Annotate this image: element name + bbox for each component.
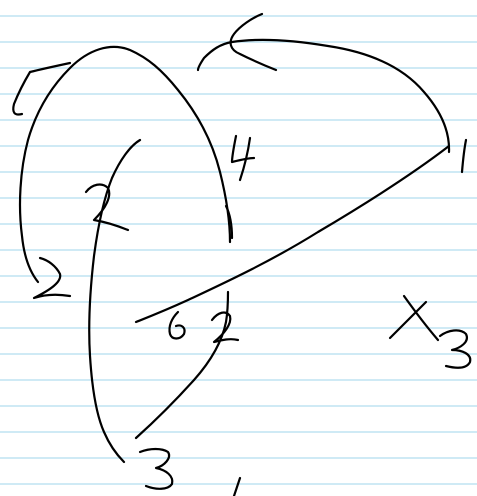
long-diagonal (134, 144, 451, 324)
label-two-inner (84, 183, 130, 232)
label-two-left (32, 256, 72, 300)
label-three-right (438, 329, 472, 369)
top-c-glyph (229, 12, 278, 72)
bottom-curve (134, 290, 230, 440)
label-four (230, 134, 256, 182)
top-right-arc (196, 38, 451, 154)
label-two-near-six (210, 311, 240, 344)
label-one-right (460, 138, 468, 174)
left-inner-loop (88, 138, 142, 464)
label-five-glyph (12, 61, 72, 116)
left-big-loop (18, 45, 232, 284)
label-one-middle (224, 204, 234, 240)
label-six (168, 310, 186, 340)
bottom-tick (232, 476, 242, 496)
label-three-bottom (138, 447, 174, 490)
ruled-lines (0, 15, 477, 485)
label-x-glyph (388, 294, 440, 342)
ink-strokes (12, 12, 472, 496)
